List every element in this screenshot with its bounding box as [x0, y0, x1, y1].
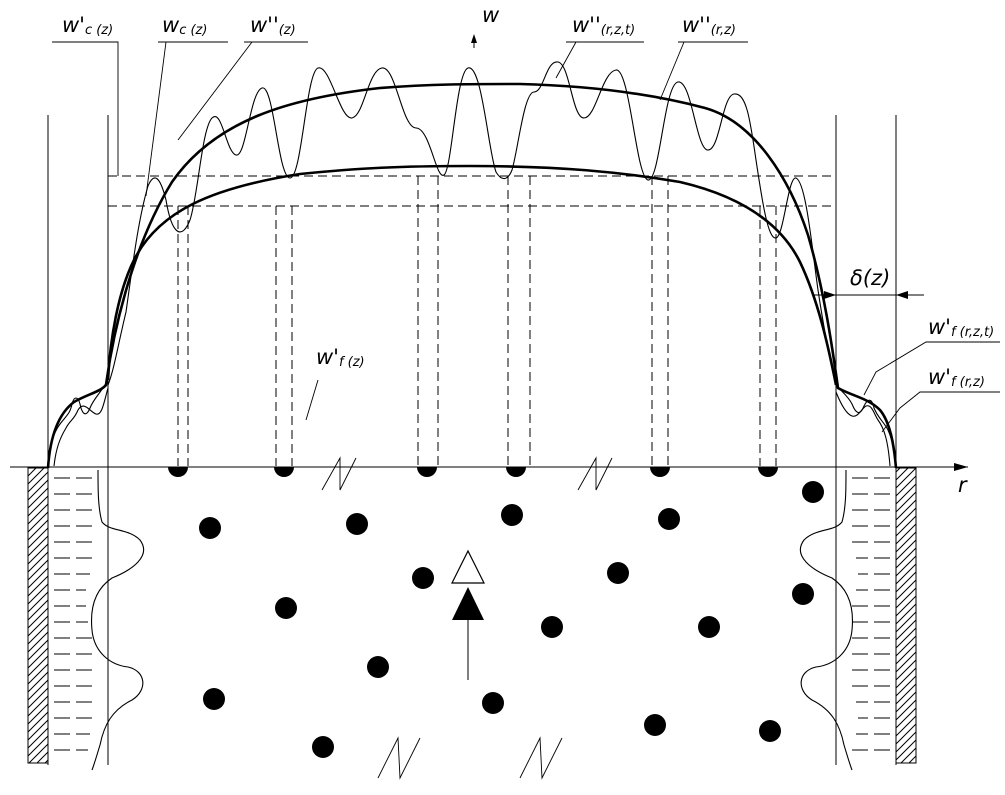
right-film-wave-mean	[835, 384, 897, 469]
droplet-traces	[177, 176, 777, 466]
break-symbols	[321, 456, 613, 780]
label-w-axis: w	[482, 3, 500, 27]
left-wall-hatch	[27, 467, 49, 764]
core-droplets	[199, 481, 824, 758]
profile-w-dd-z	[106, 164, 838, 386]
label-r-axis: r	[958, 473, 968, 497]
label-w-dd-rz: w''(r,z)	[682, 13, 736, 38]
label-wc: wc (z)	[162, 13, 207, 38]
label-wf-prime-z: w'f (z)	[316, 345, 365, 370]
profile-w-dd-rzt	[107, 61, 837, 386]
left-interface-wave	[90, 469, 145, 771]
right-film-wave-instant	[835, 391, 891, 467]
r-axis-arrowhead	[954, 463, 968, 471]
left-liquid-film	[54, 477, 92, 751]
right-interface-wave	[799, 469, 854, 771]
profile-w-dd-rz	[46, 82, 898, 469]
flow-direction-filled-arrowhead	[452, 587, 484, 620]
left-film-wave-instant	[53, 387, 109, 467]
right-wall-hatch	[895, 467, 917, 764]
flow-direction-open-arrowhead	[451, 549, 485, 584]
delta-arrow-right	[896, 291, 908, 299]
label-wf-prime-rz: w'f (r,z)	[928, 365, 985, 390]
w-axis-arrowhead	[471, 34, 477, 43]
label-leaders	[52, 41, 1000, 433]
label-wf-prime-rzt: w'f (r,z,t)	[928, 315, 994, 340]
label-w-dd-z: w''(z)	[250, 13, 296, 38]
right-liquid-film	[852, 477, 890, 751]
label-wc-prime: w'c (z)	[62, 13, 113, 38]
label-delta: δ(z)	[850, 266, 890, 290]
delta-arrow-left	[824, 291, 836, 299]
axis-half-droplets	[168, 467, 778, 477]
left-film-wave-mean	[47, 379, 109, 469]
label-w-dd-rzt: w''(r,z,t)	[572, 13, 635, 38]
